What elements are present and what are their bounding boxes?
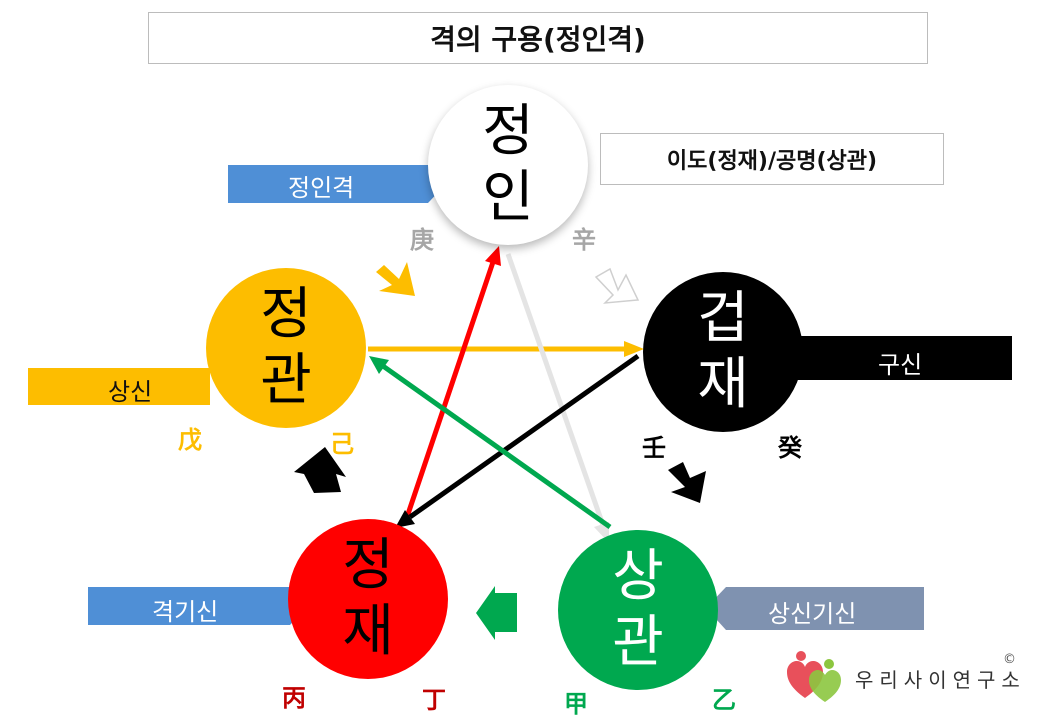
cycle-arrow-geop-to-sang [668,462,706,503]
tag-sangsingisin-shape [706,587,924,630]
cycle-arrow-jae-to-gwan [294,447,346,493]
cycle-arrow-sang-to-jae [476,586,517,640]
node-geopjae-char2: 재 [697,352,749,417]
diagram-title: 격의 구용(정인격) [148,12,928,64]
node-geopjae-char1: 겁 [697,286,749,351]
node-sanggwan-char2: 관 [612,610,664,675]
node-jeongin-char2: 인 [482,165,534,230]
stem-bing: 丙 [282,684,306,712]
node-jeongin-char1: 정 [482,99,534,164]
arrow-head-yellow [624,341,644,357]
tag-sangsin-shape [28,368,210,405]
stem-ren: 壬 [642,434,666,462]
node-jeongjae: 정 재 [288,519,448,679]
arrow-line-black [408,353,640,520]
node-jeongin: 정 인 [428,85,588,245]
arrow-head-green [369,356,389,374]
tag-gyeokgisin: 격기신 [152,598,219,626]
tag-gusin: 구신 [878,351,923,379]
tag-gyeokgisin-shape [88,587,308,625]
subtitle-box: 이도(정재)/공명(상관) [600,133,944,185]
arrow-head-red [485,246,501,266]
tag-gusin-shape [790,336,1012,380]
node-jeongjae-char1: 정 [342,533,394,598]
node-jeonggwan-char1: 정 [260,282,312,347]
tag-sangsingisin: 상신기신 [768,600,857,628]
node-jeonggwan: 정 관 [206,268,366,428]
stem-ji: 己 [330,430,354,458]
stem-yi: 乙 [712,686,736,714]
arrow-head-black [395,510,415,528]
cycle-arrow-in-to-geop [594,267,640,304]
stem-geng: 庚 [410,226,434,254]
stem-wu: 戊 [178,426,202,454]
node-sanggwan: 상 관 [558,530,718,690]
tag-jeongingyeok: 정인격 [288,174,355,202]
logo-text: 우리사이연구소 [855,668,1026,692]
tag-jeongingyeok-shape [228,165,446,203]
arrow-line-green [381,363,612,530]
arrow-line-red [403,261,496,521]
cycle-arrow-gwan-to-in [376,262,415,296]
node-jeonggwan-char2: 관 [260,348,312,413]
arrow-line-light [505,253,607,529]
stem-gui: 癸 [778,434,802,462]
tag-sangsin: 상신 [108,378,153,406]
stem-ding: 丁 [422,686,446,714]
stem-xin: 辛 [572,226,596,254]
stem-jia: 甲 [564,690,588,718]
node-jeongjae-char2: 재 [342,599,394,664]
node-geopjae: 겁 재 [643,272,803,432]
copyright-mark: © [1003,652,1016,667]
node-sanggwan-char1: 상 [612,544,664,609]
logo-hearts-icon [787,651,841,702]
